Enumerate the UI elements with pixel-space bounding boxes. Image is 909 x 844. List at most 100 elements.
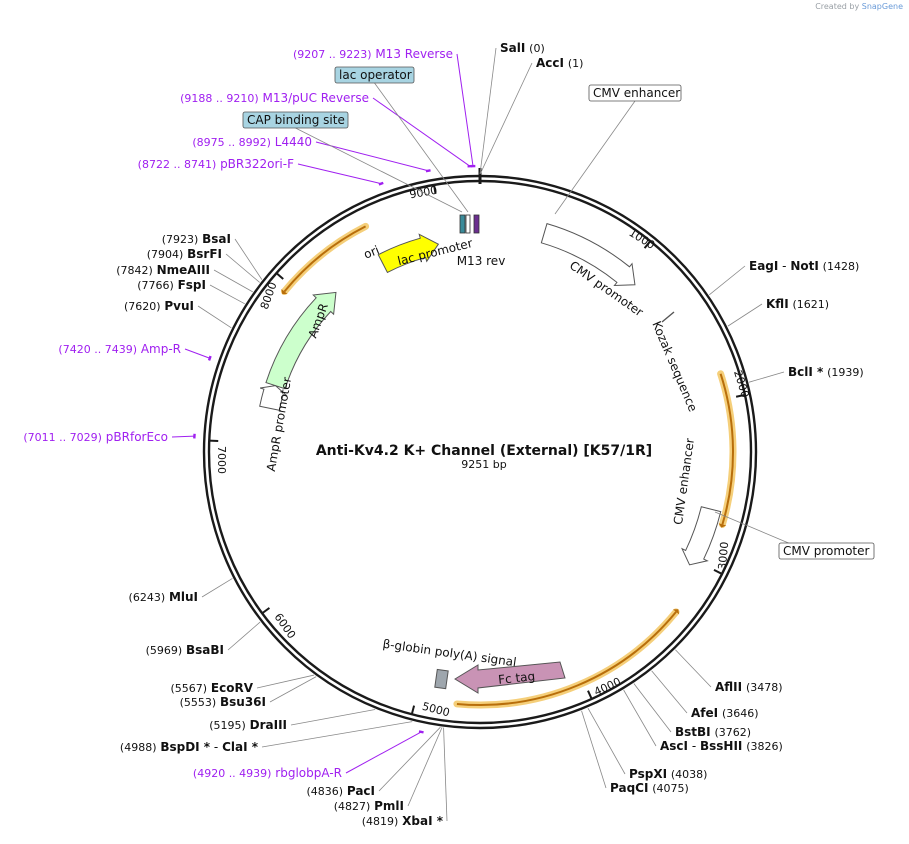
primer-label-6: (4920 .. 4939) rbglobpA-R: [193, 766, 342, 780]
lac-operator-block: [465, 214, 471, 234]
site-label-17: (5567) EcoRV: [171, 681, 254, 695]
site-label-23: (7904) BsrFI: [147, 247, 222, 261]
tick-mark-5000: [410, 705, 416, 715]
tick-label-7000: 7000: [215, 446, 228, 474]
ampr-promoter-arrow: [259, 385, 288, 411]
tick-mark-6000: [261, 607, 271, 615]
cmv-enhancer-label: CMV enhancer: [671, 437, 697, 525]
site-label-1: AccI (1): [536, 56, 583, 70]
site-position: (7620): [124, 300, 161, 313]
site-label-5: AflII (3478): [715, 680, 783, 694]
site-position: (7904): [147, 248, 184, 261]
plasmid-length: 9251 bp: [461, 458, 506, 471]
tick-mark-1000: [643, 240, 652, 249]
site-separator: -: [210, 740, 222, 754]
site-leader-20: [197, 305, 232, 329]
tick-mark-8000: [275, 272, 284, 280]
tick-label-3000: 3000: [716, 541, 731, 570]
site-label-8: AscI - BssHII (3826): [660, 739, 783, 753]
site-label-13: (4836) PacI: [306, 784, 375, 798]
site-leader-3: [727, 303, 763, 327]
site-leader-14: [261, 721, 413, 748]
site-leader-19: [201, 578, 233, 598]
site-name: NmeAIII: [157, 263, 210, 277]
site-name: EcoRV: [211, 681, 254, 695]
kozak-label: Kozak sequence: [649, 319, 700, 414]
cap-binding-site-leader: [295, 127, 463, 213]
site-label-19: (6243) MluI: [129, 590, 198, 604]
site-label-7: BstBI (3762): [675, 725, 751, 739]
globin-polya-label: β-globin poly(A) signal: [382, 637, 518, 670]
site-name: BstBI: [675, 725, 711, 739]
plasmid-title: Anti-Kv4.2 K+ Channel (External) [K57/1R…: [316, 443, 652, 459]
site-name: DraIII: [250, 718, 287, 732]
site-position: (6243): [129, 591, 166, 604]
primer-range: (4920 .. 4939): [193, 767, 272, 780]
site-name: PspXI: [629, 767, 667, 781]
site-name-secondary: ClaI *: [222, 740, 259, 754]
primer-leader-6: [345, 731, 422, 774]
primer-leader-5: [171, 435, 195, 438]
cmv-enhancer-arrow: [681, 506, 722, 566]
primer-mark-2: [425, 169, 431, 173]
site-leader-0: [479, 47, 497, 175]
site-position: (1621): [793, 298, 830, 311]
tick-mark-9000: [433, 184, 437, 194]
ori-arrow: [377, 233, 440, 274]
primers-layer: (9207 .. 9223) M13 Reverse (9188 .. 9210)…: [23, 47, 476, 780]
primer-leader-1: [372, 97, 471, 167]
site-label-12: (4827) PmlI: [334, 799, 404, 813]
fc-tag-arrow: [454, 661, 566, 694]
site-position: (5195): [209, 719, 246, 732]
site-name: KflI: [766, 297, 789, 311]
ampr-arrow: [265, 291, 337, 390]
site-name: EagI: [749, 259, 778, 273]
site-leader-1: [479, 62, 533, 175]
site-label-10: PaqCI (4075): [610, 781, 689, 795]
site-position: (7923): [162, 233, 199, 246]
globin-polya-box: [434, 668, 449, 690]
site-position: (7766): [137, 279, 174, 292]
site-label-21: (7766) FspI: [137, 278, 206, 292]
site-label-4: BclI * (1939): [788, 365, 864, 379]
site-name: PaqCI: [610, 781, 648, 795]
m13-rev-block: [473, 214, 480, 234]
primer-label-0: (9207 .. 9223) M13 Reverse: [293, 47, 453, 61]
site-position: (3762): [714, 726, 751, 739]
site-leader-6: [651, 670, 688, 714]
primer-name: rbglobpA-R: [275, 766, 342, 780]
primer-name: M13 Reverse: [375, 47, 453, 61]
lac-operator-leader: [374, 82, 469, 213]
primer-label-4: (7420 .. 7439) Amp-R: [58, 342, 181, 356]
primer-label-3: (8722 .. 8741) pBR322ori-F: [138, 157, 294, 171]
site-leader-5: [675, 649, 712, 688]
primer-name: L4440: [275, 135, 312, 149]
tick-label-2000: 2000: [731, 369, 752, 400]
primer-mark-6: [418, 730, 424, 734]
site-leader-11: [443, 727, 448, 822]
primer-leader-3: [297, 163, 382, 185]
site-position: (4819): [362, 815, 399, 828]
primer-leader-2: [315, 141, 429, 172]
site-name: FspI: [178, 278, 206, 292]
site-name-secondary: BssHII: [700, 739, 742, 753]
site-position: (5567): [171, 682, 208, 695]
site-name: PacI: [347, 784, 375, 798]
orf-highlight-2: [280, 222, 370, 296]
site-position: (4827): [334, 800, 371, 813]
site-position: (1): [568, 57, 584, 70]
site-position: (4988): [120, 741, 157, 754]
cmv-enhancer-box-leader: [554, 100, 636, 215]
site-leader-7: [633, 683, 672, 733]
site-leader-18: [227, 621, 261, 651]
cap-binding-site-text: CAP binding site: [247, 113, 345, 127]
site-label-9: PspXI (4038): [629, 767, 707, 781]
tick-mark-2000: [735, 393, 746, 398]
orf-arrowhead-2: [281, 288, 288, 295]
primer-range: (9188 .. 9210): [180, 92, 259, 105]
lac-operator-text: lac operator: [339, 68, 412, 82]
orf-arrowhead-0: [718, 523, 727, 528]
site-name: AscI: [660, 739, 688, 753]
